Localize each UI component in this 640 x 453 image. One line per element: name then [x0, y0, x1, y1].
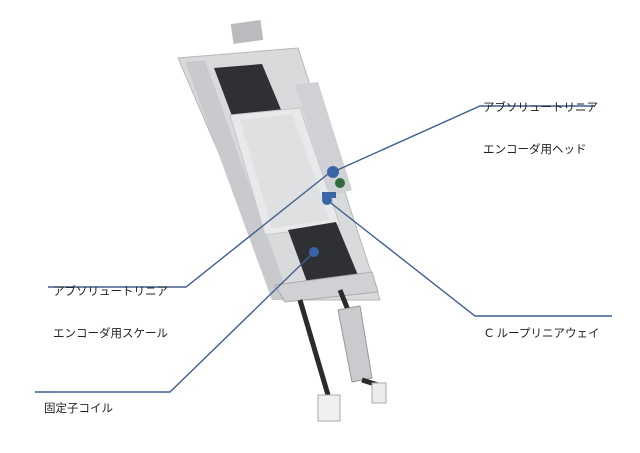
callout-text: アブソリュートリニア	[53, 284, 168, 298]
callout-encoder-scale: アブソリュートリニア エンコーダ用スケール	[53, 256, 168, 354]
callout-text: エンコーダ用スケール	[53, 326, 168, 340]
callout-text: アブソリュートリニア	[483, 100, 598, 114]
callout-text: エンコーダ用ヘッド	[483, 142, 587, 156]
callout-encoder-head: アブソリュートリニア エンコーダ用ヘッド	[483, 72, 598, 170]
callout-stator-coil: 固定子コイル	[44, 373, 113, 429]
callout-text: C ループリニアウェイ	[485, 326, 600, 340]
callout-c-loop-linear-way: C ループリニアウェイ	[485, 298, 600, 354]
callout-text: 固定子コイル	[44, 401, 113, 415]
